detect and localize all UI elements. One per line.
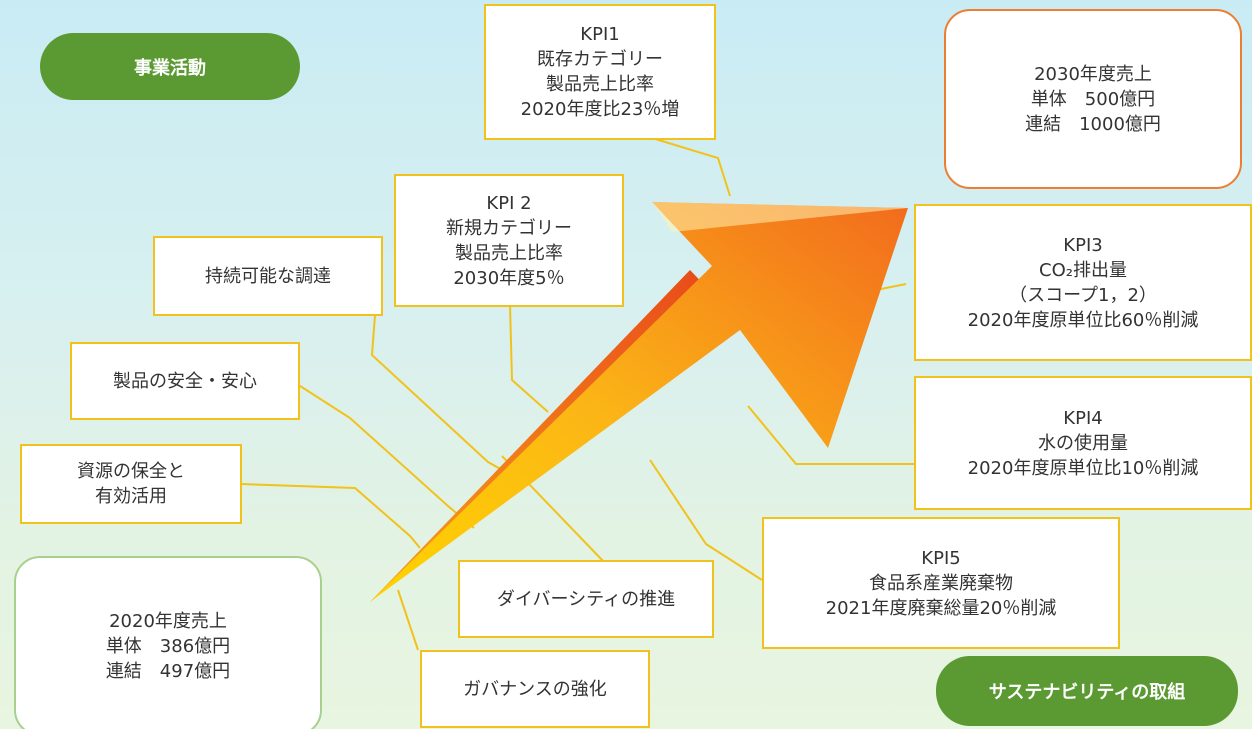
connector-procurement bbox=[370, 314, 521, 481]
arrow-head-highlight bbox=[652, 202, 908, 232]
kpi2-target: 2030年度5％ bbox=[453, 267, 565, 289]
connector-kpi5 bbox=[649, 459, 763, 581]
sales-2030-standalone: 単体 500億円 bbox=[1030, 88, 1156, 110]
sales-2030-title: 2030年度売上 bbox=[1034, 63, 1152, 85]
connector-kpi1 bbox=[651, 137, 731, 197]
safety-box: 製品の安全・安心 bbox=[70, 342, 300, 420]
governance-box: ガバナンスの強化 bbox=[420, 650, 650, 728]
kpi2-title: KPI 2 bbox=[486, 192, 532, 214]
business-activities-label: 事業活動 bbox=[40, 33, 300, 100]
connector-kpi2 bbox=[509, 304, 549, 413]
kpi5-box: KPI5 食品系産業廃棄物 2021年度廃棄総量20％削減 bbox=[762, 517, 1120, 649]
kpi4-target: 2020年度原単位比10％削減 bbox=[967, 457, 1199, 479]
kpi5-title: KPI5 bbox=[921, 547, 961, 569]
procurement-text: 持続可能な調達 bbox=[205, 265, 331, 287]
kpi4-title: KPI4 bbox=[1063, 407, 1103, 429]
kpi2-line: 新規カテゴリー bbox=[446, 217, 572, 239]
growth-arrow bbox=[370, 202, 908, 602]
safety-text: 製品の安全・安心 bbox=[113, 370, 257, 392]
connector-kpi4 bbox=[747, 405, 916, 465]
arrow-body bbox=[370, 202, 908, 602]
procurement-box: 持続可能な調達 bbox=[153, 236, 383, 316]
sales-2020-consolidated: 連結 497億円 bbox=[105, 660, 231, 682]
kpi3-title: KPI3 bbox=[1063, 234, 1103, 256]
kpi3-target: 2020年度原単位比60％削減 bbox=[967, 309, 1199, 331]
sales-2030-box: 2030年度売上 単体 500億円 連結 1000億円 bbox=[944, 9, 1242, 189]
sales-2020-box: 2020年度売上 単体 386億円 連結 497億円 bbox=[14, 556, 322, 729]
kpi2-line: 製品売上比率 bbox=[455, 242, 563, 264]
kpi1-title: KPI1 bbox=[580, 24, 620, 45]
governance-text: ガバナンスの強化 bbox=[463, 678, 607, 700]
sustainability-label: サステナビリティの取組 bbox=[936, 656, 1238, 726]
kpi4-line: 水の使用量 bbox=[1038, 432, 1128, 454]
sales-2030-consolidated: 連結 1000億円 bbox=[1025, 113, 1161, 135]
kpi2-box: KPI 2 新規カテゴリー 製品売上比率 2030年度5％ bbox=[394, 174, 624, 307]
kpi1-box: KPI1 既存カテゴリー 製品売上比率 2020年度比23％増 bbox=[484, 4, 716, 140]
resources-box: 資源の保全と 有効活用 bbox=[20, 444, 242, 524]
connector-governance bbox=[397, 589, 419, 651]
diversity-box: ダイバーシティの推進 bbox=[458, 560, 714, 638]
kpi3-box: KPI3 CO₂排出量 （スコープ1，2） 2020年度原単位比60％削減 bbox=[914, 204, 1252, 361]
diversity-text: ダイバーシティの推進 bbox=[496, 588, 676, 610]
sales-2020-standalone: 単体 386億円 bbox=[105, 635, 231, 657]
resources-line: 資源の保全と bbox=[77, 461, 185, 482]
business-activities-text: 事業活動 bbox=[134, 57, 206, 79]
kpi4-box: KPI4 水の使用量 2020年度原単位比10％削減 bbox=[914, 376, 1252, 510]
kpi3-line: CO₂排出量 bbox=[1039, 259, 1127, 281]
kpi1-target: 2020年度比23％増 bbox=[520, 99, 680, 120]
kpi5-line: 食品系産業廃棄物 bbox=[869, 572, 1013, 594]
kpi5-target: 2021年度廃棄総量20％削減 bbox=[825, 597, 1057, 619]
kpi1-line: 製品売上比率 bbox=[546, 74, 654, 95]
sales-2020-title: 2020年度売上 bbox=[109, 610, 227, 632]
connector-resources bbox=[239, 483, 421, 549]
connector-safety bbox=[296, 383, 475, 529]
resources-line: 有効活用 bbox=[95, 486, 167, 507]
sustainability-text: サステナビリティの取組 bbox=[988, 682, 1186, 703]
kpi3-line: （スコープ1，2） bbox=[1009, 284, 1157, 306]
kpi1-line: 既存カテゴリー bbox=[537, 49, 663, 70]
